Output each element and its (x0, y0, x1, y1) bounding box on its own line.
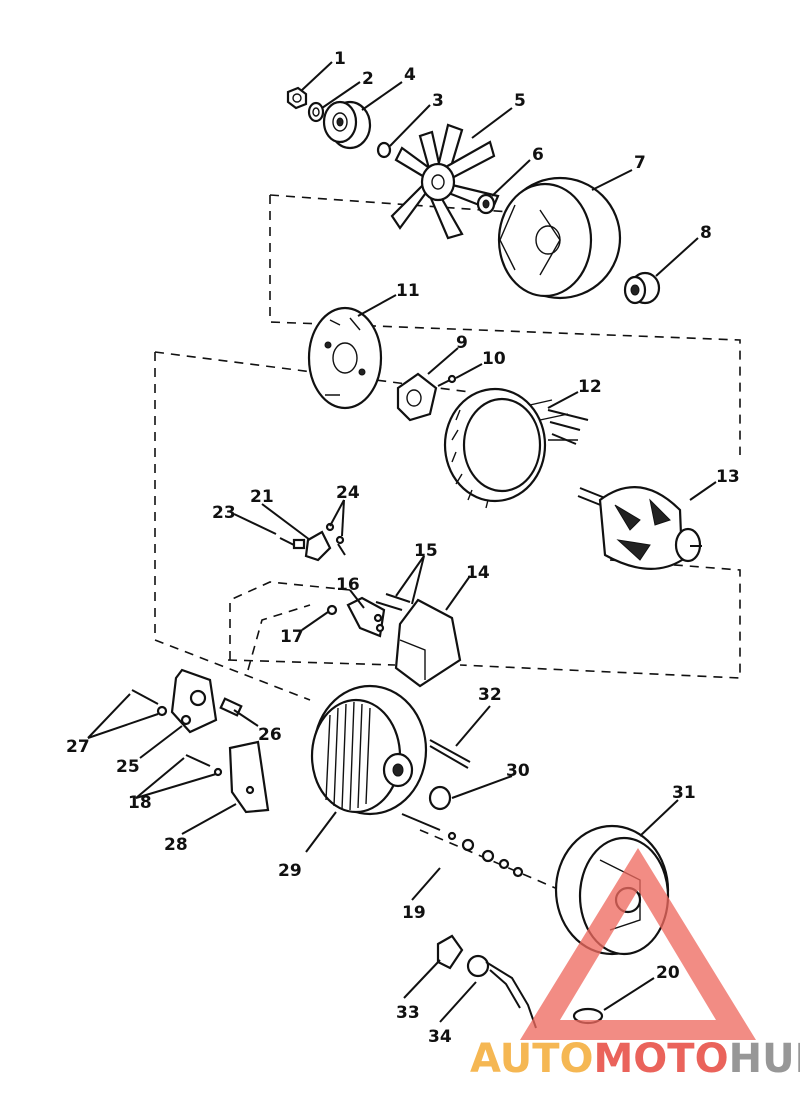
part-stator (443, 387, 589, 509)
label-2: 2 (362, 69, 374, 89)
part-diode-trio-hardware (279, 522, 346, 562)
part-brush-hardware (326, 593, 411, 638)
watermark-hub: HUB (729, 1036, 800, 1082)
part-pulley (322, 100, 372, 150)
label-34: 34 (428, 1027, 452, 1047)
label-11: 11 (396, 281, 420, 301)
label-18: 18 (128, 793, 152, 813)
label-17: 17 (280, 627, 304, 647)
leader-lines (87, 61, 717, 1023)
part-washer (307, 101, 325, 123)
part-drive-end-frame (497, 176, 622, 300)
watermark-logo: AUTOMOTOHUB (470, 848, 800, 1082)
part-screw (437, 374, 457, 387)
label-12: 12 (578, 377, 602, 397)
part-bearing-plate (307, 306, 383, 410)
part-terminal-hardware (401, 813, 524, 878)
label-5: 5 (514, 91, 526, 111)
label-10: 10 (482, 349, 506, 369)
label-30: 30 (506, 761, 530, 781)
part-rotor (577, 486, 702, 570)
callout-labels: 1 2 3 4 5 6 7 8 9 10 11 12 13 14 15 16 1… (66, 49, 740, 1047)
label-3: 3 (432, 91, 444, 111)
label-27: 27 (66, 737, 90, 757)
label-23: 23 (212, 503, 236, 523)
label-8: 8 (700, 223, 712, 243)
part-fan (390, 123, 500, 240)
part-bracket (185, 740, 270, 814)
label-7: 7 (634, 153, 646, 173)
label-1: 1 (334, 49, 346, 69)
part-connector (466, 954, 537, 1029)
part-nut (286, 86, 308, 110)
part-sleeve (428, 785, 452, 811)
part-grommet (436, 934, 464, 970)
label-29: 29 (278, 861, 302, 881)
label-4: 4 (404, 65, 416, 85)
label-15: 15 (414, 541, 438, 561)
part-brush-holder (394, 598, 462, 688)
label-25: 25 (116, 757, 140, 777)
watermark-auto: AUTO (470, 1036, 594, 1082)
label-21: 21 (250, 487, 274, 507)
part-retainer (396, 372, 438, 422)
svg-text:AUTOMOTOHUB: AUTOMOTOHUB (470, 1036, 800, 1082)
label-28: 28 (164, 835, 188, 855)
label-31: 31 (672, 783, 696, 803)
watermark-triangle-icon (520, 848, 756, 1040)
label-6: 6 (532, 145, 544, 165)
watermark-moto: MOTO (594, 1036, 729, 1082)
part-regulator (131, 668, 243, 734)
label-9: 9 (456, 333, 468, 353)
label-13: 13 (716, 467, 740, 487)
label-24: 24 (336, 483, 360, 503)
label-19: 19 (402, 903, 426, 923)
part-through-bolt (429, 739, 471, 769)
part-slip-ring-frame (310, 684, 428, 816)
label-16: 16 (336, 575, 360, 595)
label-26: 26 (258, 725, 282, 745)
label-33: 33 (396, 1003, 420, 1023)
label-32: 32 (478, 685, 502, 705)
part-collar (476, 193, 496, 215)
part-spacer (376, 141, 392, 159)
part-bearing (623, 271, 661, 305)
label-14: 14 (466, 563, 490, 583)
label-20: 20 (656, 963, 680, 983)
